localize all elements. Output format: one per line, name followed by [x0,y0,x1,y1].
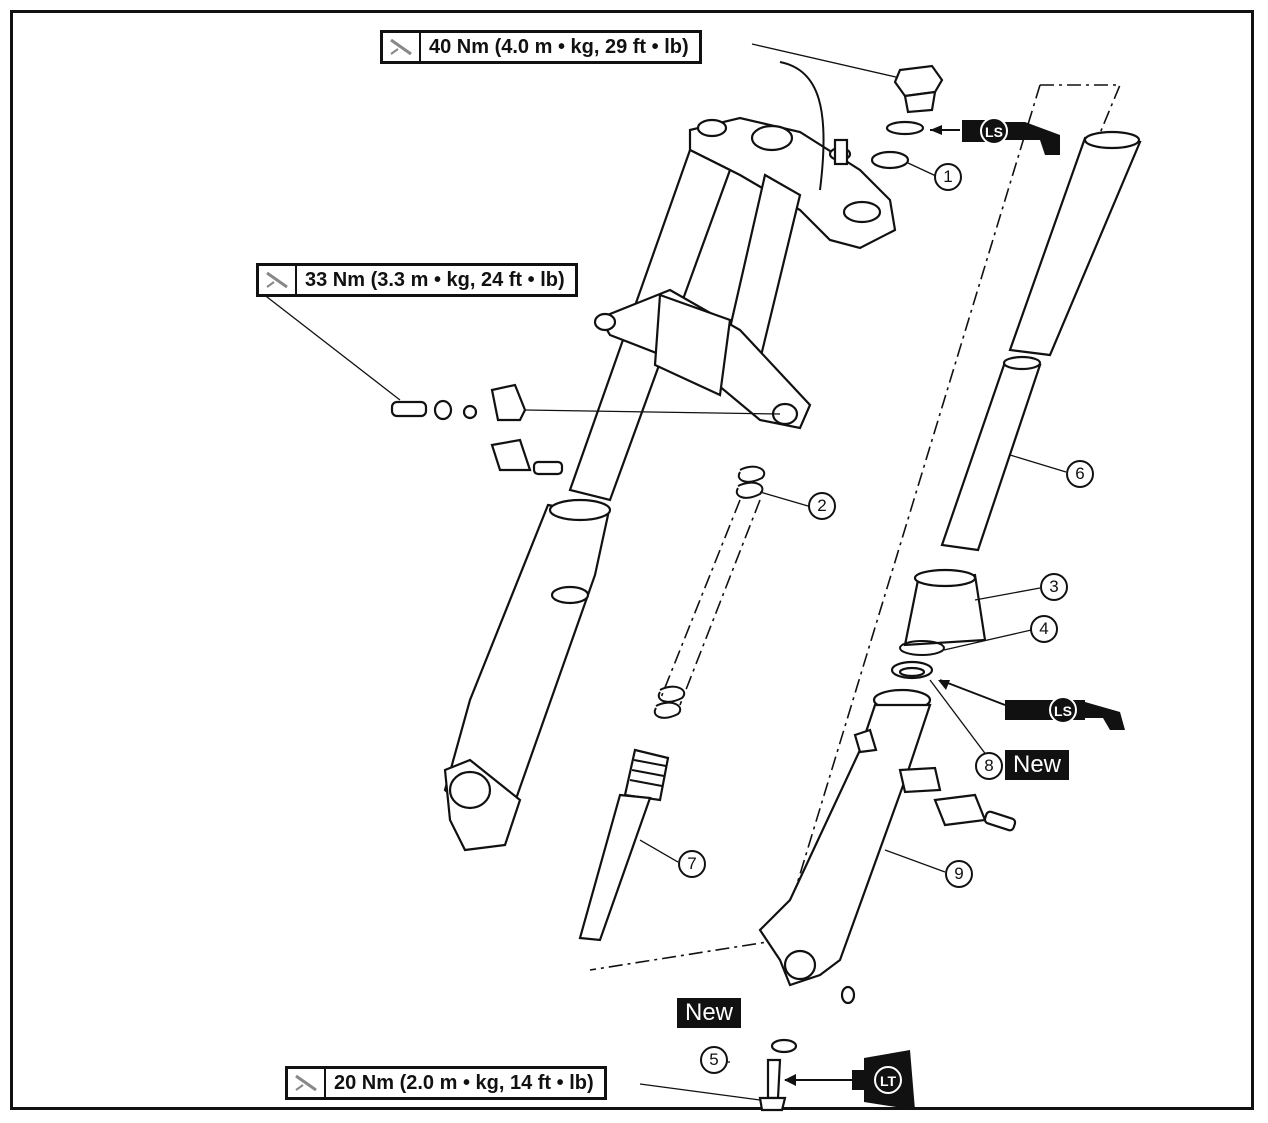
upper-triple-clamp [688,61,897,250]
torque-leader-lines [257,43,901,1101]
torque-spec-middle: 33 Nm (3.3 m • kg, 24 ft • lb) [256,263,578,297]
torque-value-top: 40 Nm (4.0 m • kg, 29 ft • lb) [429,35,689,58]
diagram-frame [10,10,1254,1110]
locktite-bottle-icon: LT [852,1050,915,1110]
new-part-tag-oil-seal: New [1005,750,1070,780]
spacer-pipe [940,355,1067,552]
callout-5: 5 [700,1046,728,1074]
outer-tube-right [758,688,1017,1005]
grease-gun-icon-bottom: LS [938,679,1125,730]
lubricant-label-bottom: LS [1054,703,1072,719]
left-outer-tube [443,498,612,852]
drain-bolt [758,1038,855,1112]
callout-6: 6 [1066,460,1094,488]
torque-wrench-icon [383,33,421,61]
brake-hose-clamp [390,383,781,476]
inner-tube [1008,130,1142,357]
torque-wrench-icon [288,1069,326,1097]
torque-value-bottom: 20 Nm (2.0 m • kg, 14 ft • lb) [334,1071,594,1094]
callout-9: 9 [945,860,973,888]
fork-spring [653,465,766,719]
callout-4: 4 [1030,615,1058,643]
callout-8: 8 [975,752,1003,780]
retaining-clip [899,627,1041,656]
new-part-tag-washer: New [677,998,742,1028]
callout-2: 2 [808,492,836,520]
torque-spec-bottom: 20 Nm (2.0 m • kg, 14 ft • lb) [285,1066,607,1100]
torque-wrench-icon [259,266,297,294]
dust-seal [903,568,1041,647]
callout-7: 7 [678,850,706,878]
torque-spec-top: 40 Nm (4.0 m • kg, 29 ft • lb) [380,30,702,64]
callout-3: 3 [1040,573,1068,601]
lubricant-label-top: LS [985,124,1003,140]
oil-seal [890,660,991,761]
grease-gun-icon-top: LS [930,117,1060,155]
callout-1: 1 [934,163,962,191]
torque-value-middle: 33 Nm (3.3 m • kg, 24 ft • lb) [305,268,565,291]
damper-rod [578,748,670,942]
locktite-label: LT [880,1073,897,1089]
cap-bolt [870,64,944,177]
